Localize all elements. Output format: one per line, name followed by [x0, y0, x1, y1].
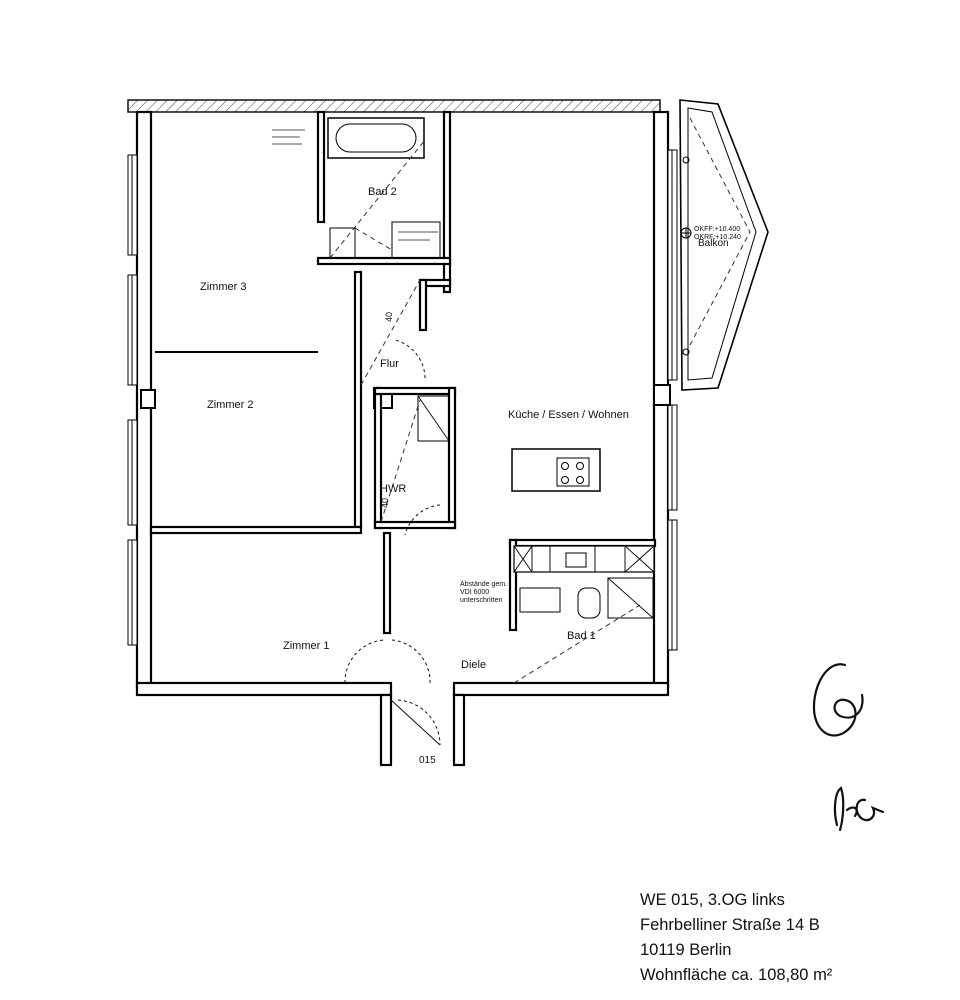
- door-width-flur: 40: [384, 312, 394, 322]
- interior-walls: [149, 110, 657, 767]
- unit-description: WE 015, 3.OG links: [640, 891, 785, 909]
- bottom-wall-right: [452, 681, 670, 697]
- kitchen-counter: [513, 545, 655, 573]
- vdi-note-line2: VDI 6000: [460, 589, 489, 596]
- room-label-balkon: Balkon: [698, 238, 729, 249]
- room-label-zimmer3: Zimmer 3: [200, 281, 246, 293]
- street-address: Fehrbelliner Straße 14 B: [640, 916, 820, 934]
- room-label-flur: Flur: [380, 358, 399, 370]
- okff-level: OKFF:+10.400: [694, 226, 740, 233]
- room-label-diele: Diele: [461, 659, 486, 671]
- pillar: [653, 384, 671, 406]
- vdi-note-line1: Abstände gem.: [460, 581, 507, 588]
- hwr-fixtures: [380, 395, 450, 536]
- left-windows: [127, 154, 138, 646]
- room-label-zimmer2: Zimmer 2: [207, 399, 253, 411]
- address-block: WE 015, 3.OG links Fehrbelliner Straße 1…: [640, 888, 940, 988]
- balcony: [679, 99, 769, 391]
- bad2-fixtures: [329, 139, 441, 259]
- bad1-fixtures: [513, 577, 654, 684]
- room-label-bad2: Bad 2: [368, 186, 397, 198]
- right-windows: [667, 149, 678, 651]
- bathtub: [327, 117, 425, 159]
- postal-city: 10119 Berlin: [640, 941, 732, 959]
- vdi-note-line3: unterschritten: [460, 597, 503, 604]
- room-label-hwr: HWR: [380, 483, 406, 495]
- flur-door: [360, 279, 426, 386]
- room-label-zimmer1: Zimmer 1: [283, 640, 329, 652]
- okrf-level: OKRF:+10.240: [694, 234, 741, 241]
- living-area: Wohnfläche ca. 108,80 m²: [640, 966, 833, 984]
- tiny-annotations: [272, 129, 438, 241]
- door-width-hwr: 40: [380, 498, 390, 508]
- unit-number-label: 015: [419, 755, 436, 766]
- signature-initial-g: [812, 663, 864, 737]
- room-label-bad1: Bad 1: [567, 630, 596, 642]
- pillar: [140, 389, 156, 409]
- bottom-wall-left: [135, 681, 393, 697]
- signature-initials-ag: [833, 786, 885, 832]
- kitchen-island: [511, 448, 601, 492]
- room-label-kueche: Küche / Essen / Wohnen: [508, 409, 629, 421]
- top-wall: [127, 99, 661, 113]
- door-arcs: [344, 639, 441, 746]
